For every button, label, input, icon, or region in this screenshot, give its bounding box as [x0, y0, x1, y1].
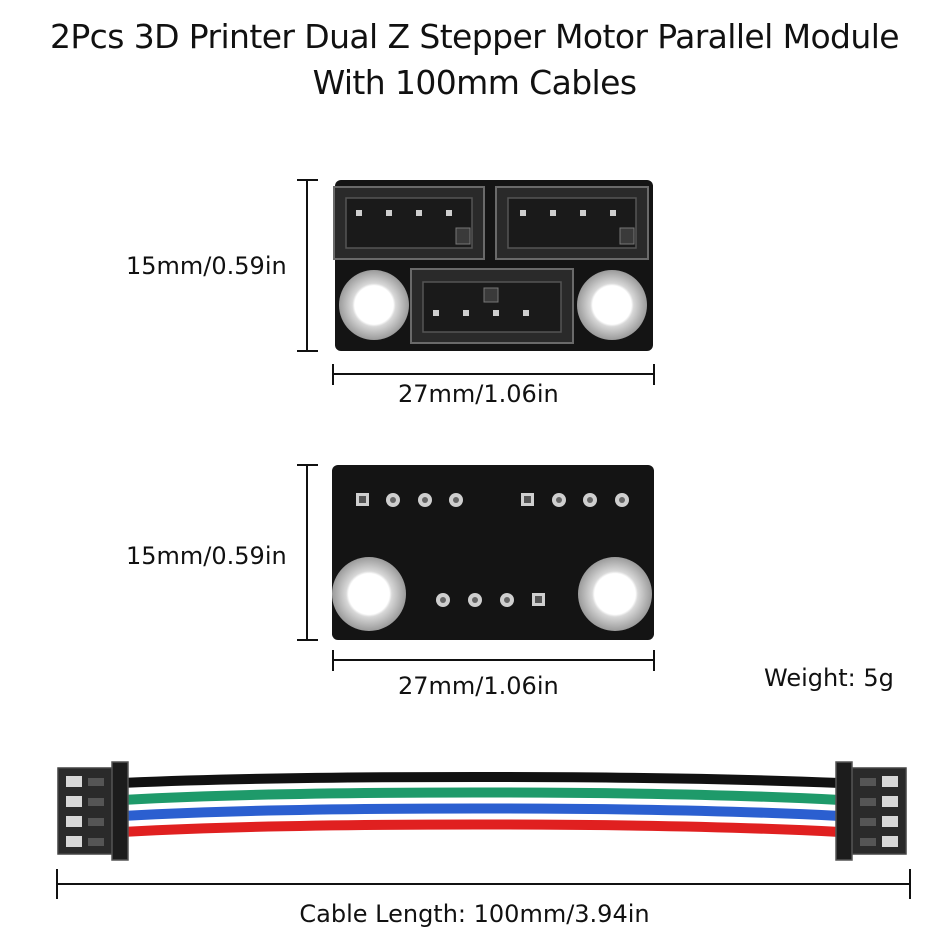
top-mounting-hole-right [577, 270, 647, 340]
bottom-mounting-hole-right [578, 557, 652, 631]
cable-connector-right [835, 761, 907, 861]
bottom-width-label: 27mm/1.06in [398, 672, 559, 700]
title-line-1: 2Pcs 3D Printer Dual Z Stepper Motor Par… [49, 17, 900, 56]
top-connector-3 [410, 268, 574, 344]
bottom-solder-pads-left [356, 493, 463, 507]
cable-length-dimension-line [56, 869, 911, 899]
bottom-height-dimension-line [297, 464, 318, 641]
cable-connector-left [57, 761, 129, 861]
cable-wires [117, 772, 845, 837]
title-line-2: With 100mm Cables [312, 63, 637, 102]
top-connector-2 [495, 186, 649, 260]
top-height-label: 15mm/0.59in [126, 252, 287, 280]
weight-label: Weight: 5g [764, 664, 894, 692]
module-top-view [297, 179, 655, 385]
product-title: 2Pcs 3D Printer Dual Z Stepper Motor Par… [0, 14, 949, 106]
top-width-label: 27mm/1.06in [398, 380, 559, 408]
top-connector-1 [333, 186, 485, 260]
bottom-solder-pads-center [436, 593, 545, 607]
bottom-mounting-hole-left [332, 557, 406, 631]
top-width-dimension-line [332, 364, 655, 385]
bottom-width-dimension-line [332, 650, 655, 671]
top-mounting-hole-left [339, 270, 409, 340]
bottom-height-label: 15mm/0.59in [126, 542, 287, 570]
module-bottom-view [297, 464, 655, 671]
cable-length-label: Cable Length: 100mm/3.94in [299, 900, 650, 928]
top-height-dimension-line [297, 179, 318, 352]
bottom-solder-pads-right [521, 493, 629, 507]
cable [56, 761, 911, 899]
bottom-pcb-board [332, 465, 654, 640]
